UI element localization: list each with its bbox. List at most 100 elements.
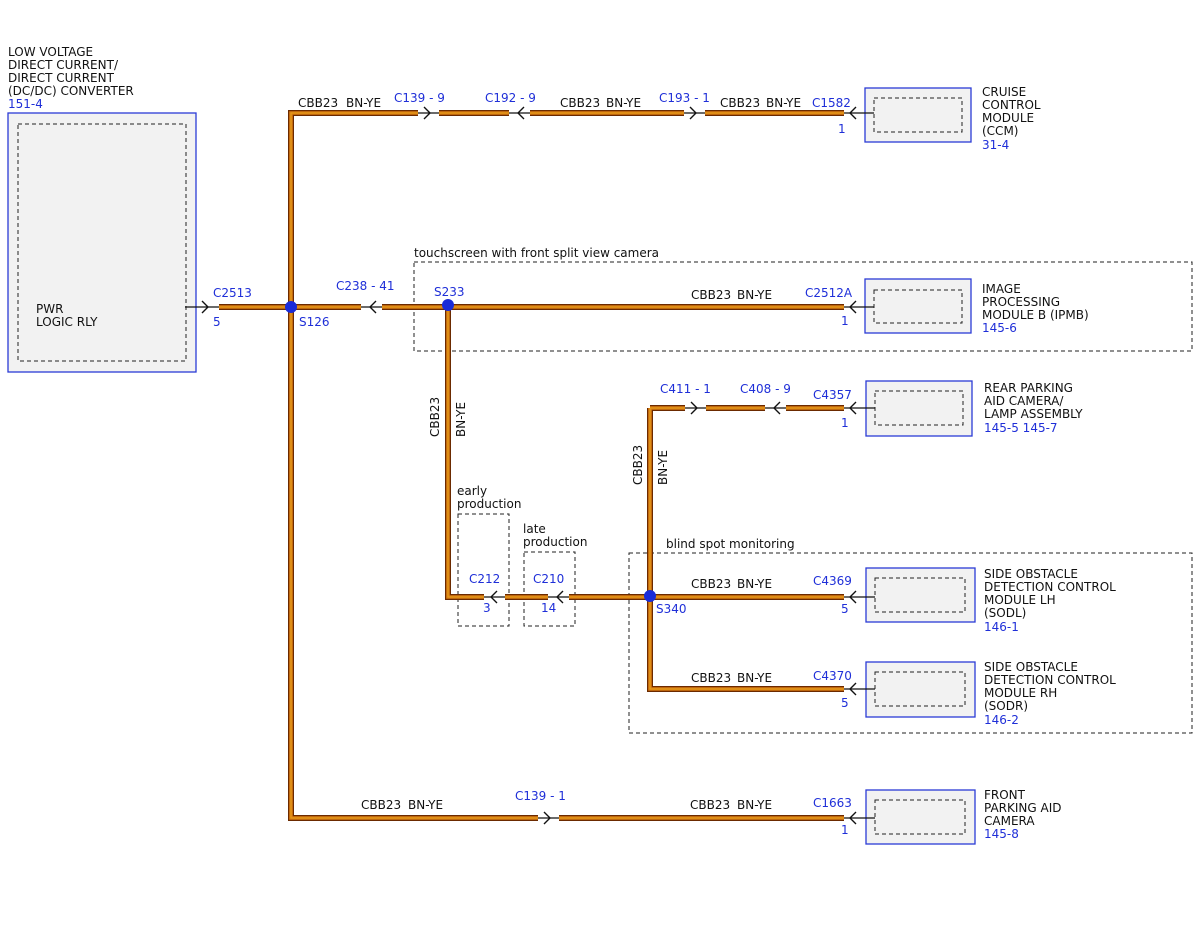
zone-early-production xyxy=(457,513,510,627)
module-rear-camera-label: REAR PARKING AID CAMERA/ LAMP ASSEMBLY 1… xyxy=(984,381,1083,435)
module-rear-camera xyxy=(865,380,973,437)
pin-stub-ccm xyxy=(844,106,874,120)
svg-text:151-4: 151-4 xyxy=(8,97,43,111)
module-dcdc-label: LOW VOLTAGE DIRECT CURRENT/ DIRECT CURRE… xyxy=(8,45,134,329)
wire-label-sodl: CBB23 BN-YE xyxy=(691,577,772,591)
svg-text:CONTROL: CONTROL xyxy=(982,98,1041,112)
pin-stub-ipmb xyxy=(844,300,874,314)
svg-text:146-1: 146-1 xyxy=(984,620,1019,634)
connector-c408-9-label: C408 - 9 xyxy=(740,382,791,396)
svg-text:DETECTION CONTROL: DETECTION CONTROL xyxy=(984,673,1116,687)
splice-s126-dot xyxy=(285,301,297,313)
wire-label-top-1: CBB23 BN-YE xyxy=(298,96,381,110)
wire-label-top-2: CBB23 BN-YE xyxy=(560,96,641,110)
module-ipmb xyxy=(864,278,972,334)
svg-text:DIRECT CURRENT: DIRECT CURRENT xyxy=(8,71,115,85)
svg-text:CBB23: CBB23 xyxy=(298,96,338,110)
splice-s233-dot xyxy=(442,299,454,311)
wire-label-bottom-1: CBB23 BN-YE xyxy=(361,798,443,812)
connector-c210-pin: 14 xyxy=(541,601,556,615)
wire-label-sodr: CBB23 BN-YE xyxy=(691,671,772,685)
zone-blind-spot-label: blind spot monitoring xyxy=(666,537,795,551)
svg-text:CBB23: CBB23 xyxy=(720,96,760,110)
connector-c4357-pin: 1 xyxy=(841,416,849,430)
zone-late-production xyxy=(523,551,576,627)
svg-text:REAR PARKING: REAR PARKING xyxy=(984,381,1073,395)
connector-c212-break xyxy=(484,590,505,604)
module-front-camera-label: FRONT PARKING AID CAMERA 145-8 xyxy=(984,788,1062,841)
svg-text:DIRECT CURRENT/: DIRECT CURRENT/ xyxy=(8,58,119,72)
connector-c1582-label: C1582 xyxy=(812,96,851,110)
svg-text:LOW VOLTAGE: LOW VOLTAGE xyxy=(8,45,93,59)
connector-c238-41-label: C238 - 41 xyxy=(336,279,395,293)
wire-label-top-3: CBB23 BN-YE xyxy=(720,96,801,110)
connector-c2513-arrow xyxy=(185,300,219,314)
svg-text:SIDE OBSTACLE: SIDE OBSTACLE xyxy=(984,660,1078,674)
connector-c4369-pin: 5 xyxy=(841,602,849,616)
connector-c192-9-break xyxy=(509,106,530,120)
connector-c411-1-break xyxy=(685,401,706,415)
svg-text:MODULE B (IPMB): MODULE B (IPMB) xyxy=(982,308,1089,322)
pin-stub-front-camera xyxy=(844,811,875,825)
svg-text:BN-YE: BN-YE xyxy=(346,96,381,110)
svg-text:BN-YE: BN-YE xyxy=(737,577,772,591)
pin-stub-sodl xyxy=(844,590,875,604)
wire-harness xyxy=(219,110,844,821)
svg-text:145-8: 145-8 xyxy=(984,827,1019,841)
svg-text:BN-YE: BN-YE xyxy=(606,96,641,110)
module-front-camera xyxy=(865,789,976,845)
connector-c2512a-pin: 1 xyxy=(841,314,849,328)
svg-text:BN-YE: BN-YE xyxy=(766,96,801,110)
svg-text:CBB23: CBB23 xyxy=(691,577,731,591)
svg-text:FRONT: FRONT xyxy=(984,788,1026,802)
splice-s233-label: S233 xyxy=(434,285,465,299)
connector-c1663-pin: 1 xyxy=(841,823,849,837)
svg-text:CRUISE: CRUISE xyxy=(982,85,1026,99)
svg-text:BN-YE: BN-YE xyxy=(737,798,772,812)
svg-text:CBB23: CBB23 xyxy=(691,288,731,302)
connector-c238-41-break xyxy=(361,300,382,314)
zone-late-label-1: late xyxy=(523,522,546,536)
svg-text:PARKING AID: PARKING AID xyxy=(984,801,1062,815)
pin-stub-sodr xyxy=(844,682,875,696)
svg-text:BN-YE: BN-YE xyxy=(737,671,772,685)
module-ccm xyxy=(864,87,972,143)
connector-c139-9-break xyxy=(418,106,439,120)
splice-s340-dot xyxy=(644,590,656,602)
module-sodl xyxy=(865,567,976,623)
connector-c212-label: C212 xyxy=(469,572,500,586)
module-dcdc xyxy=(7,112,197,373)
zone-early-label-1: early xyxy=(457,484,487,498)
svg-text:BN-YE: BN-YE xyxy=(454,402,468,437)
svg-text:CAMERA: CAMERA xyxy=(984,814,1035,828)
svg-text:BN-YE: BN-YE xyxy=(408,798,443,812)
svg-text:CBB23: CBB23 xyxy=(428,397,442,437)
connector-c4369-label: C4369 xyxy=(813,574,852,588)
wire-label-vertical-s233: CBB23 BN-YE xyxy=(428,397,468,437)
zone-early-label-2: production xyxy=(457,497,521,511)
svg-text:145-5 145-7: 145-5 145-7 xyxy=(984,421,1058,435)
zone-late-label-2: production xyxy=(523,535,587,549)
connector-c411-1-label: C411 - 1 xyxy=(660,382,711,396)
wire-layer-outer xyxy=(219,110,844,821)
connector-c2512a-label: C2512A xyxy=(805,286,853,300)
svg-text:(CCM): (CCM) xyxy=(982,124,1018,138)
connector-c193-1-break xyxy=(684,106,705,120)
connector-c210-label: C210 xyxy=(533,572,564,586)
svg-text:BN-YE: BN-YE xyxy=(737,288,772,302)
svg-text:(SODL): (SODL) xyxy=(984,606,1026,620)
svg-text:CBB23: CBB23 xyxy=(691,671,731,685)
svg-text:(SODR): (SODR) xyxy=(984,699,1028,713)
svg-text:IMAGE: IMAGE xyxy=(982,282,1021,296)
module-ccm-label: CRUISE CONTROL MODULE (CCM) 31-4 xyxy=(982,85,1041,152)
svg-text:SIDE OBSTACLE: SIDE OBSTACLE xyxy=(984,567,1078,581)
pin-stub-rear-camera xyxy=(844,401,875,415)
svg-text:CBB23: CBB23 xyxy=(690,798,730,812)
svg-text:31-4: 31-4 xyxy=(982,138,1009,152)
connector-c210-break xyxy=(548,590,569,604)
svg-text:MODULE LH: MODULE LH xyxy=(984,593,1056,607)
svg-text:BN-YE: BN-YE xyxy=(656,450,670,485)
module-sodl-label: SIDE OBSTACLE DETECTION CONTROL MODULE L… xyxy=(984,567,1116,634)
svg-text:145-6: 145-6 xyxy=(982,321,1017,335)
